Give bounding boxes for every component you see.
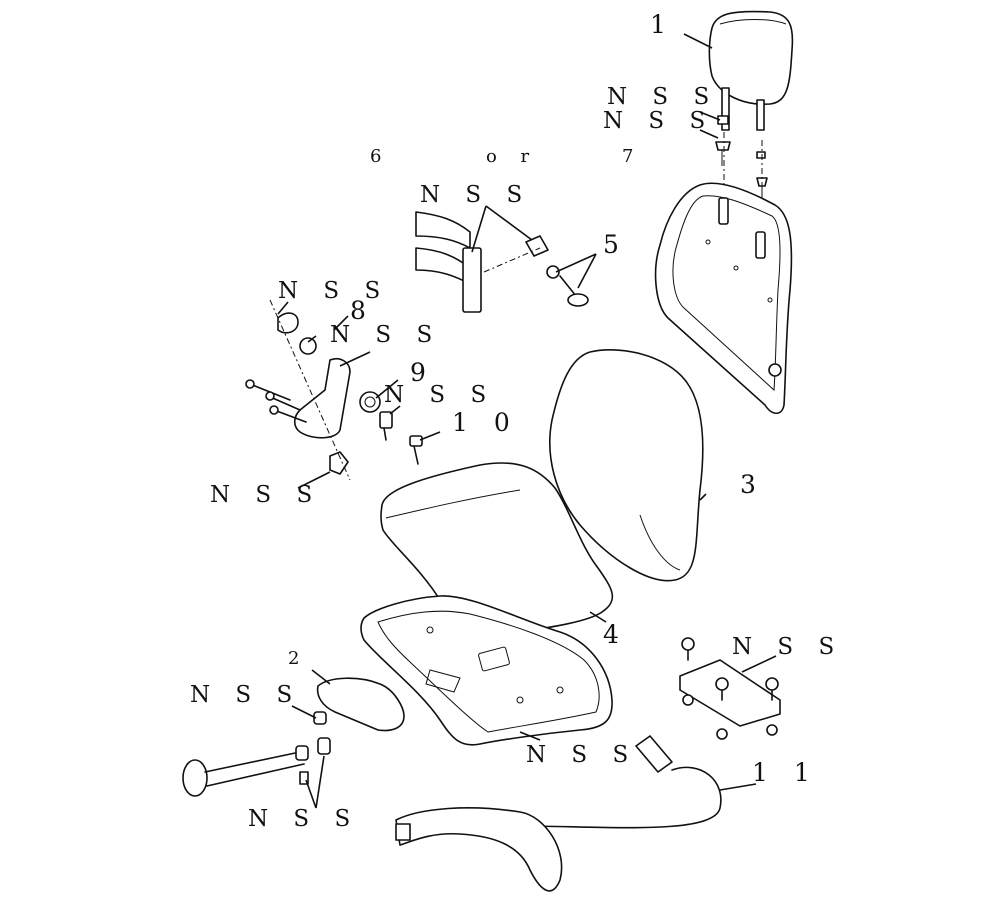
- label-2: 2: [288, 648, 309, 669]
- leader-lines: [277, 33, 777, 809]
- label-nss-pan: N S S: [526, 742, 638, 768]
- backrest-frame: [654, 182, 793, 415]
- label-10: 1 0: [452, 408, 519, 437]
- label-nss-mech-2: N S S: [330, 322, 442, 348]
- label-nss-bracket: N S S: [420, 182, 532, 208]
- label-nss-lever: N S S: [190, 682, 302, 708]
- label-nss-mech-3: N S S: [384, 382, 496, 408]
- label-1: 1: [650, 10, 675, 39]
- label-nss-mech-4: N S S: [210, 482, 322, 508]
- seat-cushion: [380, 462, 614, 638]
- label-4: 4: [603, 620, 628, 649]
- label-3: 3: [740, 470, 765, 499]
- headrest-guides: [715, 115, 768, 235]
- label-7: 7: [622, 146, 643, 167]
- recline-mechanism: [245, 299, 423, 481]
- backrest-cushion: [549, 349, 704, 582]
- recline-bracket: [415, 211, 589, 313]
- label-6: 6: [370, 146, 391, 167]
- label-nss-mech-1: N S S: [278, 278, 390, 304]
- lever-rod: [182, 737, 331, 797]
- lever-plate: [313, 677, 405, 732]
- label-nss-headrest-2: N S S: [603, 108, 715, 134]
- label-nss-headrest-1: N S S: [607, 84, 719, 110]
- cable-harness: [395, 735, 722, 892]
- label-nss-base: N S S: [732, 634, 844, 660]
- label-or: o r: [486, 146, 539, 167]
- label-11: 1 1: [752, 758, 819, 787]
- label-5: 5: [603, 230, 628, 259]
- headrest: [708, 10, 794, 131]
- label-8: 8: [350, 296, 375, 325]
- base-bracket: [679, 637, 781, 740]
- label-nss-rod: N S S: [248, 806, 360, 832]
- label-9: 9: [410, 358, 435, 387]
- seat-pan: [360, 595, 613, 746]
